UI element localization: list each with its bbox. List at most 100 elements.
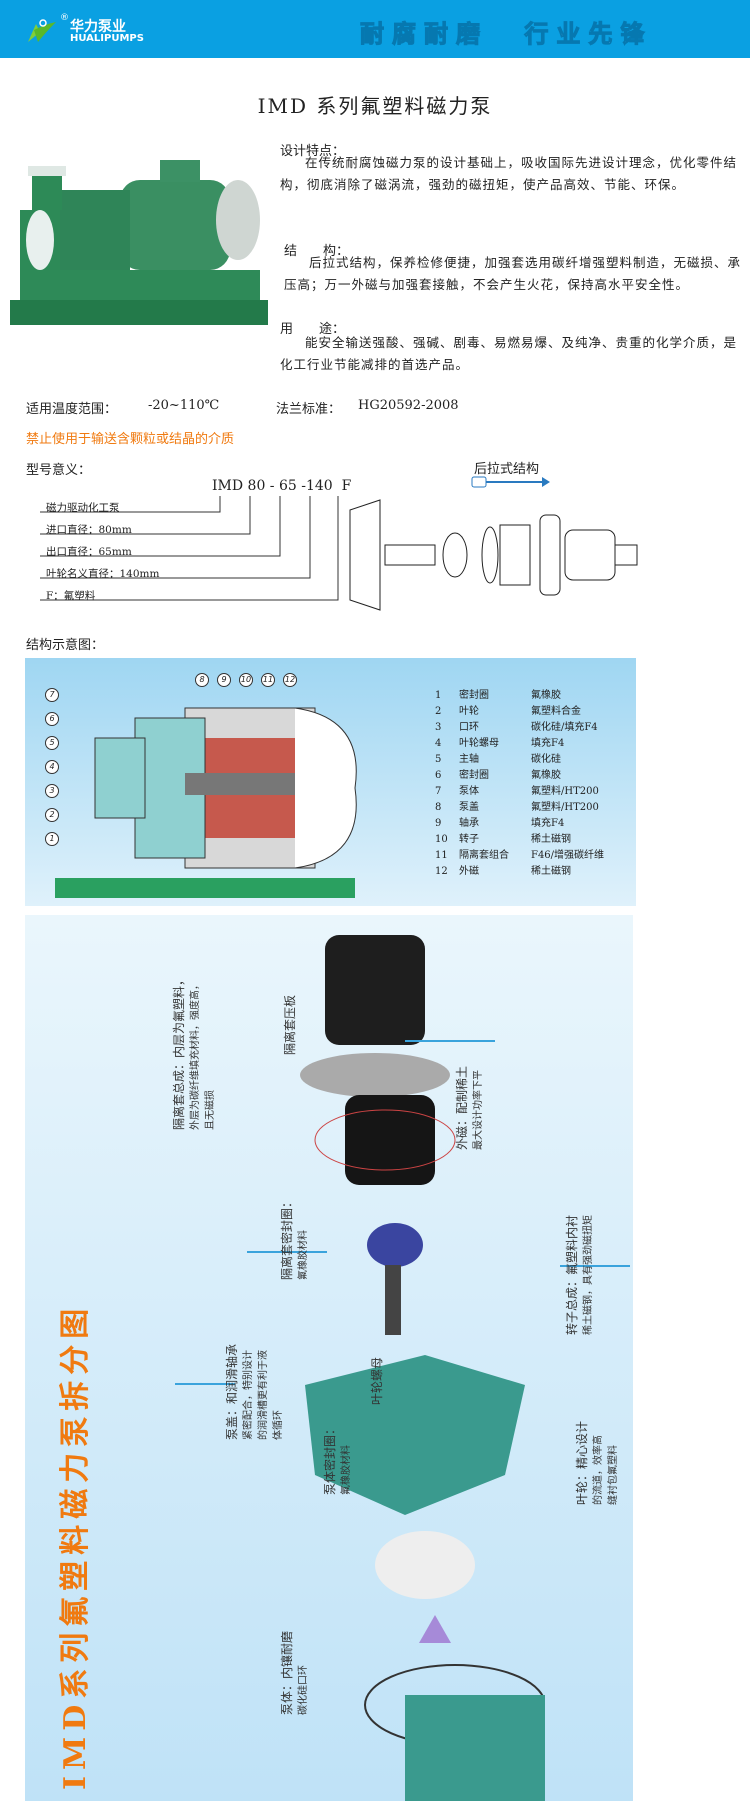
warning-text: 禁止使用于输送含颗粒或结晶的介质 — [26, 432, 235, 447]
label-line: 泵体：内镶耐磨 — [280, 1630, 294, 1715]
part-material: 氟橡胶 — [531, 770, 561, 781]
parts-row: 7 泵体 氟塑料/HT200 — [435, 784, 604, 800]
part-name: 轴承 — [459, 818, 479, 829]
part-name: 密封圈 — [459, 770, 489, 781]
part-number: 5 — [435, 754, 442, 765]
brand-name-cn: 华力泵业 — [70, 19, 126, 35]
leader-line — [560, 1265, 630, 1267]
label-line: 泵盖：和润滑轴承 — [225, 1343, 239, 1440]
label-impeller-nut: 叶轮螺母 — [370, 1357, 386, 1405]
label-line: 氟橡胶材料 — [298, 1230, 309, 1280]
callout-number: 9 — [217, 673, 231, 687]
part-material: 氟橡胶 — [531, 690, 561, 701]
part-number: 7 — [435, 786, 442, 797]
part-name: 主轴 — [459, 754, 479, 765]
model-line-3: 出口直径：65mm — [46, 546, 132, 558]
leader-line — [405, 1040, 495, 1042]
part-material: 碳化硅 — [531, 754, 561, 765]
label-body-seal: 泵体密封圈：氟橡胶材料 — [323, 1423, 354, 1495]
pump-cross-section-drawing — [55, 707, 357, 898]
label-line: 碳化硅口环 — [298, 1665, 309, 1715]
features-heading: 设计特点： — [280, 144, 346, 159]
parts-row: 5 主轴 碳化硅 — [435, 752, 604, 768]
model-line-2: 进口直径：80mm — [46, 524, 132, 536]
label-line: 叶轮：精心设计 — [575, 1420, 589, 1505]
model-leader-lines — [40, 496, 339, 601]
callout-number: 10 — [239, 673, 253, 687]
label-impeller: 叶轮：精心设计的流道，效率高缝衬包氟塑料 — [575, 1421, 621, 1505]
flange-label: 法兰标准： — [276, 402, 342, 417]
features-text: 在传统耐腐蚀磁力泵的设计基础上，吸收国际先进设计理念，优化零件结构，彻底消除了磁… — [280, 155, 738, 192]
callout-number: 4 — [45, 760, 59, 774]
schematic-heading: 结构示意图： — [26, 638, 105, 653]
callout-number: 7 — [45, 688, 59, 702]
brand-name-en: HUALIPUMPS — [70, 33, 144, 44]
part-name: 外磁 — [459, 866, 479, 877]
model-code: IMD 80 - 65 -140 F — [212, 478, 352, 494]
parts-row: 8 泵盖 氟塑料/HT200 — [435, 800, 604, 816]
part-name: 泵体 — [459, 786, 479, 797]
parts-row: 1 密封圈 氟橡胶 — [435, 688, 604, 704]
backpull-label: 后拉式结构 — [474, 462, 540, 477]
model-line-4: 叶轮名义直径：140mm — [46, 568, 160, 580]
part-number: 3 — [435, 722, 442, 733]
part-number: 4 — [435, 738, 442, 749]
logo-icon — [28, 19, 56, 42]
part-name: 口环 — [459, 722, 479, 733]
backpull-exploded-drawing — [349, 499, 638, 611]
label-line: 转子总成：氟塑料内衬 — [565, 1214, 579, 1335]
part-material: 填充F4 — [531, 818, 565, 829]
part-number: 8 — [435, 802, 442, 813]
callout-number: 5 — [45, 736, 59, 750]
part-name: 泵盖 — [459, 802, 479, 813]
part-material: 稀土磁钢 — [531, 866, 571, 877]
part-number: 1 — [435, 690, 442, 701]
part-material: 碳化硅/填充F4 — [531, 722, 598, 733]
callout-number: 1 — [45, 832, 59, 846]
flange-value: HG20592-2008 — [358, 398, 459, 413]
slogan: 耐腐耐磨 行业先锋 — [359, 20, 653, 49]
part-name: 叶轮螺母 — [459, 738, 499, 749]
part-name: 转子 — [459, 834, 479, 845]
label-line: 隔离套总成：内层为氟塑料， — [172, 973, 186, 1130]
exploded-title: IMD系列氟塑料磁力泵拆分图 — [58, 1302, 93, 1790]
model-line-5: F：氟塑料 — [46, 590, 96, 602]
label-line: 泵体密封圈： — [323, 1422, 337, 1495]
part-material: 氟塑料合金 — [531, 706, 581, 717]
label-line: 外层为碳纤维填充材料，强度高， — [190, 980, 201, 1130]
label-line: 的润滑槽更有利于液 — [258, 1350, 269, 1440]
part-material: 氟塑料/HT200 — [531, 802, 599, 813]
part-material: F46/增强碳纤维 — [531, 850, 605, 861]
callout-number: 6 — [45, 712, 59, 726]
exploded-parts-drawing — [300, 935, 545, 1801]
leader-line — [247, 1251, 327, 1253]
exploded-view-panel: 外磁：配制稀土最大设计功率下平 隔离套压板 隔离套总成：内层为氟塑料， 外层为碳纤… — [25, 915, 633, 1801]
part-material: 氟塑料/HT200 — [531, 786, 599, 797]
part-material: 填充F4 — [531, 738, 565, 749]
structure-text: 后拉式结构，保养检修便捷，加强套选用碳纤增强塑料制造，无磁损、承压高；万一外磁与… — [284, 255, 742, 292]
callout-number: 3 — [45, 784, 59, 798]
label-shield-seal: 隔离套密封圈：氟橡胶材料 — [280, 1196, 311, 1280]
part-number: 11 — [435, 850, 448, 861]
temp-label: 适用温度范围： — [26, 402, 118, 417]
part-name: 密封圈 — [459, 690, 489, 701]
label-outer-magnet: 外磁：配制稀土最大设计功率下平 — [455, 1066, 486, 1150]
parts-row: 4 叶轮螺母 填充F4 — [435, 736, 604, 752]
label-pump-body: 泵体：内镶耐磨碳化硅口环 — [280, 1631, 311, 1715]
parts-row: 3 口环 碳化硅/填充F4 — [435, 720, 604, 736]
header-banner — [0, 0, 750, 58]
label-line: 叶轮螺母 — [370, 1356, 384, 1405]
part-number: 6 — [435, 770, 442, 781]
label-line: 外磁：配制稀土 — [455, 1065, 469, 1150]
part-material: 稀土磁钢 — [531, 834, 571, 845]
part-name: 叶轮 — [459, 706, 479, 717]
label-line: 且无磁损 — [205, 1090, 216, 1130]
pump-photo — [10, 160, 268, 325]
label-line: 隔离套压板 — [283, 994, 297, 1055]
callout-number: 12 — [283, 673, 297, 687]
